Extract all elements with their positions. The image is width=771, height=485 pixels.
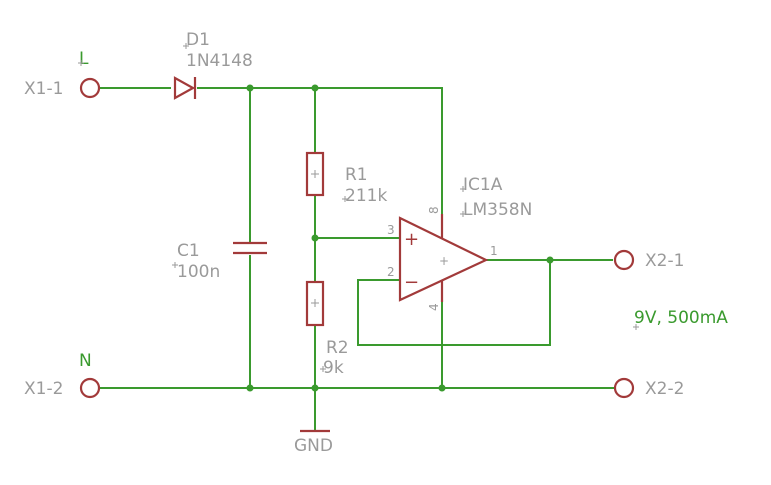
diode-icon [173,76,196,100]
net-label-supply: 9V, 500mA [634,308,728,328]
ground-label: GND [294,436,333,456]
opamp-minus-sign: − [404,272,419,293]
connector-x2-2[interactable]: X2-2 [613,377,684,399]
part-name: D1 [186,30,210,50]
junction-dot [311,384,319,392]
diode-d1[interactable]: D1 1N4148 [173,30,253,100]
junction-dot [246,84,254,92]
junction-dot [438,384,446,392]
connector-label: X1-2 [24,379,63,399]
opamp-plus-sign: + [404,229,419,250]
opamp-center-sign: + [439,254,449,268]
connector-pad-icon [613,377,635,399]
junction-dot [311,234,319,242]
pin-number-minus-in: 2 [387,265,395,279]
connector-x2-1[interactable]: X2-1 [613,249,684,271]
ground-symbol[interactable]: GND [294,429,333,456]
pin-number-vcc: 8 [427,206,441,214]
junctions [246,84,554,392]
connector-pad-icon [79,377,101,399]
part-value: 211k [345,186,387,206]
resistor-body-icon [305,151,325,197]
junction-dot [546,256,554,264]
part-name: R2 [326,338,349,358]
junction-dot [246,384,254,392]
net-label-neutral: N [79,351,92,371]
part-value: 9k [323,358,344,378]
part-value: 1N4148 [186,51,253,71]
connector-pad-icon [613,249,635,271]
connector-label: X2-1 [645,251,684,271]
pin-number-out: 1 [490,244,498,258]
part-name: C1 [177,241,200,261]
part-name: IC1A [463,175,503,195]
part-value: 100n [177,262,220,282]
resistor-body-icon [305,280,325,327]
part-name: R1 [345,165,368,185]
connector-pad-icon [79,77,101,99]
junction-dot [311,84,319,92]
connector-x1-2[interactable]: X1-2 [24,377,101,399]
pin-number-plus-in: 3 [387,223,395,237]
connector-x1-1[interactable]: X1-1 [24,77,101,99]
connector-label: X2-2 [645,379,684,399]
resistor-r1[interactable]: R1 211k [305,151,387,206]
resistor-r2[interactable]: R2 9k [305,280,349,378]
pin-number-gnd: 4 [427,303,441,311]
capacitor-c1[interactable]: C1 100n [172,241,267,282]
net-label-line: L [79,49,89,69]
connector-label: X1-1 [24,79,63,99]
opamp-ic1a[interactable]: + − + 3 2 1 8 4 IC1A LM358N [387,175,532,311]
part-value: LM358N [463,200,532,220]
